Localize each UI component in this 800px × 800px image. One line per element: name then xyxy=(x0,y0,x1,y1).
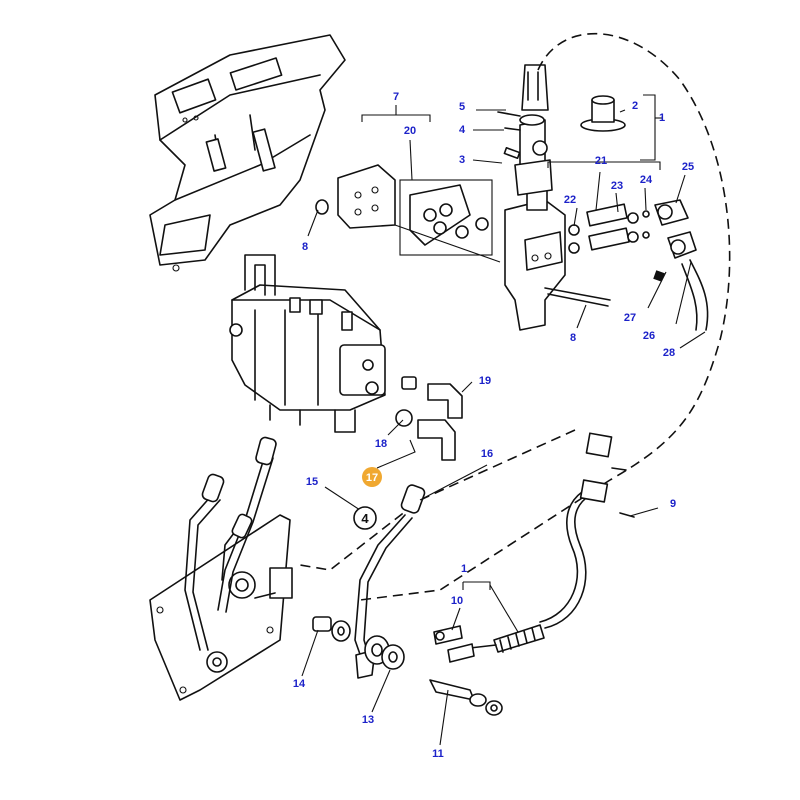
callout-15[interactable]: 15 xyxy=(306,476,318,488)
reference-circle-label: 4 xyxy=(361,511,369,526)
dashed-cable-path xyxy=(299,32,731,601)
callout-2[interactable]: 2 xyxy=(632,100,638,112)
callout-9[interactable]: 9 xyxy=(670,498,676,510)
callout-17[interactable]: 17 xyxy=(366,472,378,484)
control-valve-bank xyxy=(229,254,386,433)
lever-mounting-plate xyxy=(149,436,293,701)
callout-4[interactable]: 4 xyxy=(459,124,466,136)
callout-24[interactable]: 24 xyxy=(640,174,653,186)
callout-5[interactable]: 5 xyxy=(459,101,465,113)
elbow-fittings xyxy=(395,376,463,461)
callout-22[interactable]: 22 xyxy=(564,194,576,206)
callout-25[interactable]: 25 xyxy=(682,161,694,173)
cover-plate-assembly xyxy=(315,164,501,263)
callout-13[interactable]: 13 xyxy=(362,714,374,726)
callout-1[interactable]: 1 xyxy=(659,112,665,124)
callout-21[interactable]: 21 xyxy=(595,155,607,167)
callout-11[interactable]: 11 xyxy=(432,748,444,760)
linkage-lever xyxy=(312,484,426,679)
leader-lines xyxy=(301,94,706,746)
solenoid-valve-body xyxy=(497,64,709,331)
control-cable-assembly xyxy=(429,432,635,716)
callout-28[interactable]: 28 xyxy=(663,347,675,359)
callout-20[interactable]: 20 xyxy=(404,125,416,137)
callouts: 1 2 3 4 5 7 20 21 25 22 23 24 8 8 27 26 … xyxy=(293,91,694,760)
callout-10[interactable]: 10 xyxy=(451,595,463,607)
callout-26[interactable]: 26 xyxy=(643,330,655,342)
callout-8-right[interactable]: 8 xyxy=(570,332,576,344)
callout-1-lower[interactable]: 1 xyxy=(461,563,467,575)
callout-18[interactable]: 18 xyxy=(375,438,387,450)
callout-19[interactable]: 19 xyxy=(479,375,491,387)
callout-16[interactable]: 16 xyxy=(481,448,493,460)
callout-23[interactable]: 23 xyxy=(611,180,623,192)
reference-circle: 4 xyxy=(353,506,377,530)
callout-8-left[interactable]: 8 xyxy=(302,241,308,253)
callout-3[interactable]: 3 xyxy=(459,154,465,166)
highlight-badge xyxy=(362,467,382,487)
callout-27[interactable]: 27 xyxy=(624,312,636,324)
callout-14[interactable]: 14 xyxy=(293,678,306,690)
operator-console xyxy=(149,34,346,272)
callout-7[interactable]: 7 xyxy=(393,91,399,103)
